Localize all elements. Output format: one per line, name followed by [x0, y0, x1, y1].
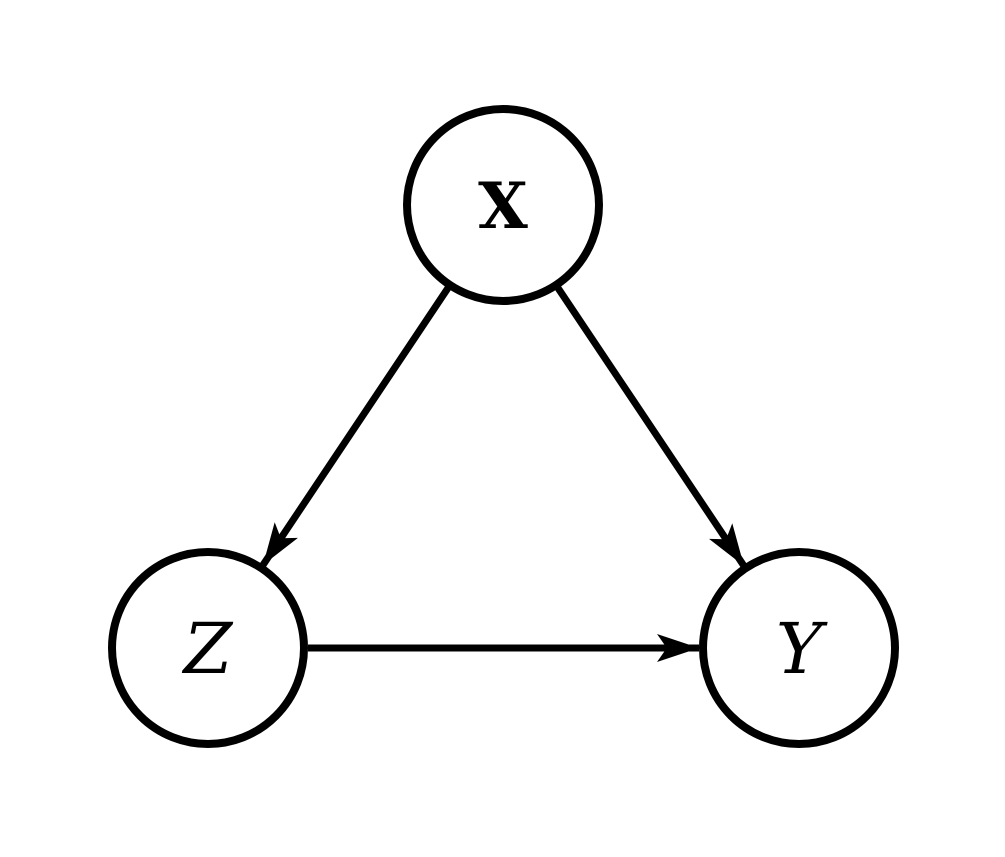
edge-X-Y: [555, 286, 747, 568]
node-Z-circle: [108, 548, 308, 748]
node-X: X: [403, 105, 603, 305]
node-Y: Y: [699, 548, 899, 748]
node-Z: Z: [108, 548, 308, 748]
node-X-label: X: [478, 169, 528, 244]
node-X-circle: [403, 105, 603, 305]
edges: [260, 286, 747, 662]
node-Z-label: Z: [182, 608, 234, 690]
node-Y-circle: [699, 548, 899, 748]
node-Y-label: Y: [776, 608, 828, 690]
edge-X-Z: [260, 286, 451, 567]
